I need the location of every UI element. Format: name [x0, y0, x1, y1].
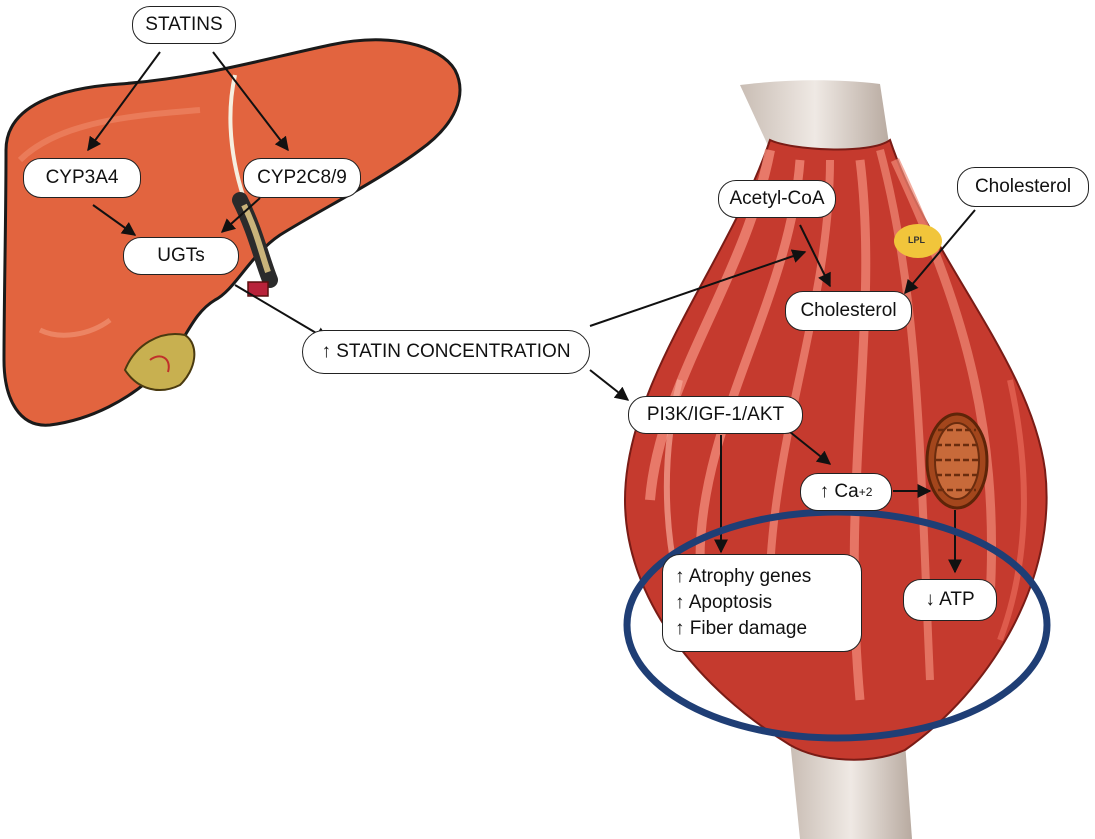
- lpl-label: LPL: [908, 235, 925, 245]
- node-pi3k-igf1-akt: PI3K/IGF-1/AKT: [628, 396, 803, 434]
- node-cyp3a4: CYP3A4: [23, 158, 141, 198]
- node-statins: STATINS: [132, 6, 236, 44]
- effect-fiber-damage: ↑ Fiber damage: [675, 616, 807, 642]
- effect-apoptosis: ↑ Apoptosis: [675, 590, 772, 616]
- node-ugts: UGTs: [123, 237, 239, 275]
- node-effects: ↑ Atrophy genes ↑ Apoptosis ↑ Fiber dama…: [662, 554, 862, 652]
- calcium-label: ↑ Ca: [820, 481, 859, 503]
- node-cyp2c8: CYP2C8/9: [243, 158, 361, 198]
- node-cholesterol-muscle: Cholesterol: [785, 291, 912, 331]
- node-atp: ↓ ATP: [903, 579, 997, 621]
- node-acetyl-coa: Acetyl-CoA: [718, 180, 836, 218]
- effect-atrophy-genes: ↑ Atrophy genes: [675, 564, 811, 590]
- top-tendon: [740, 80, 890, 157]
- node-statin-concentration: ↑ STATIN CONCENTRATION: [302, 330, 590, 374]
- arrow-conc-pathway: [590, 370, 628, 400]
- mitochondrion-icon: [927, 414, 987, 508]
- calcium-charge: +2: [859, 485, 873, 499]
- node-cholesterol-source: Cholesterol: [957, 167, 1089, 207]
- node-calcium: ↑ Ca+2: [800, 473, 892, 511]
